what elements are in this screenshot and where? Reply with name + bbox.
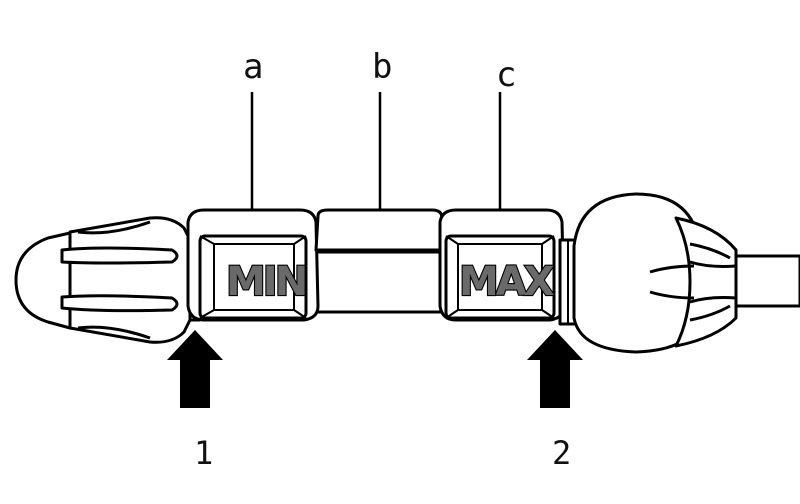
arrow-label-1: 1: [194, 434, 213, 472]
arrow-1: [167, 330, 223, 408]
min-marking: MIN: [226, 259, 305, 305]
left-end-cap: [14, 216, 200, 344]
max-marking: MAX: [459, 259, 555, 305]
collar-c: [438, 208, 566, 322]
shaft: [300, 250, 450, 314]
right-handle: [558, 192, 800, 354]
arrow-label-2: 2: [552, 434, 571, 472]
callout-label-a: a: [243, 47, 263, 87]
callout-leaders: [250, 92, 502, 210]
arrow-up-icon: [167, 330, 223, 408]
arrow-up-icon: [527, 330, 583, 408]
callout-label-c: c: [496, 55, 516, 95]
collar-a: [186, 208, 320, 322]
arrow-2: [527, 330, 583, 408]
callout-label-b: b: [372, 47, 392, 87]
band-b: [314, 208, 446, 252]
